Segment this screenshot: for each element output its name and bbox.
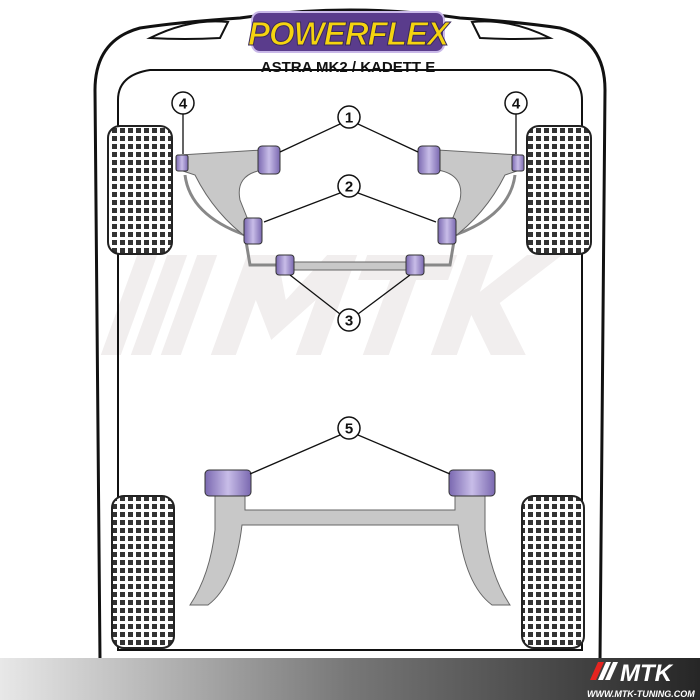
tyre-front-right [526,125,592,255]
svg-text:5: 5 [345,421,353,438]
front-anti-roll-bar [279,261,421,271]
bush-4-right [511,154,525,172]
footer-url: WWW.MTK-TUNING.COM [587,689,695,699]
vehicle-model: ASTRA MK2 / KADETT E [261,59,435,76]
svg-text:2: 2 [345,179,353,196]
leader-lines [182,114,517,475]
bush-3-left [275,254,295,276]
bush-2-left [243,217,263,245]
svg-text:MTK: MTK [620,660,674,687]
bush-5-left [204,469,252,497]
mirror-right [470,20,554,40]
callout-1: 1 [337,105,361,129]
svg-text:1: 1 [345,110,353,127]
callout-3: 3 [337,308,361,332]
callout-2: 2 [337,174,361,198]
inner-body-outline [117,69,583,651]
svg-text:4: 4 [179,96,188,113]
mtk-logo: MTK [590,660,674,687]
svg-text:POWERFLEX: POWERFLEX [248,15,451,52]
bush-1-left [257,145,281,175]
callout-4-right: 4 [504,91,528,115]
callout-5: 5 [337,416,361,440]
tyre-rear-left [111,495,175,649]
bush-4-left [175,154,189,172]
bush-1-right [417,145,441,175]
rear-beam [189,494,511,606]
watermark [100,255,563,355]
tyre-front-left [107,125,173,255]
mirror-left [146,20,230,40]
bush-5-right [448,469,496,497]
tyre-rear-right [521,495,585,649]
powerflex-logo: POWERFLEX [247,11,452,53]
callout-4-left: 4 [171,91,195,115]
svg-text:4: 4 [512,96,521,113]
bush-2-right [437,217,457,245]
footer-band [0,658,700,700]
bush-3-right [405,254,425,276]
svg-text:3: 3 [345,313,353,330]
